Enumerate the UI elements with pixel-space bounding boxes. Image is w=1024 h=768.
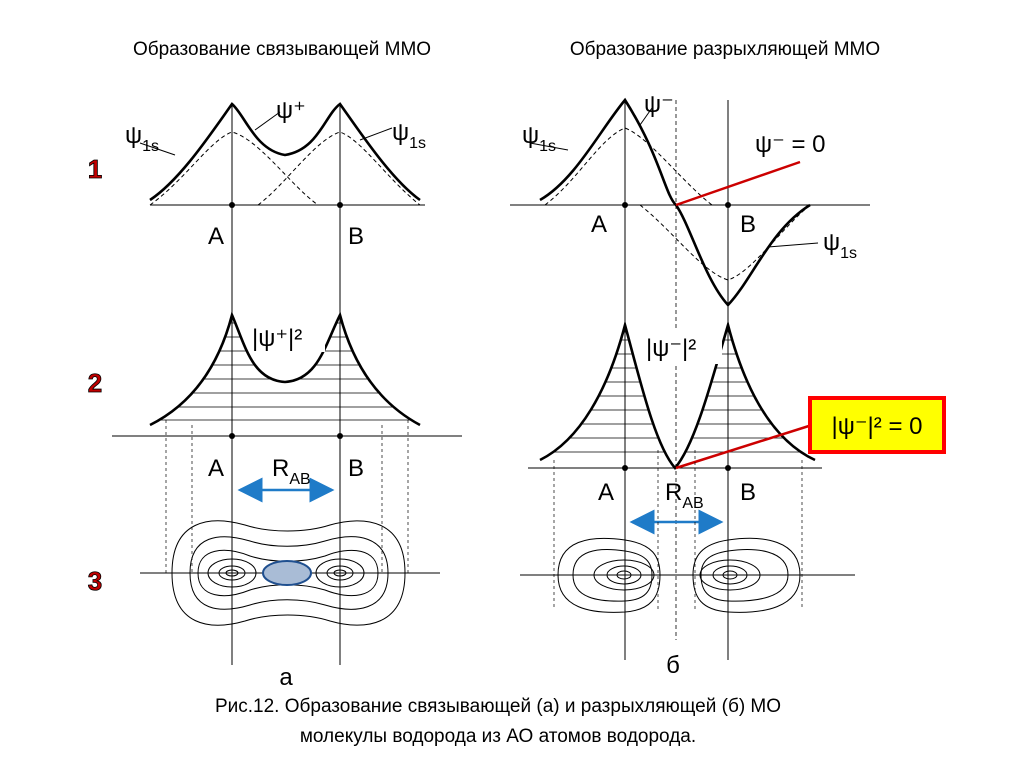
label-psi1s-a-right: ψ1s [522,122,556,155]
nucleus-b-dot-row2 [337,433,343,439]
zero-density-box [808,396,946,454]
label-psi-minus-squared-zero: |ψ⁻|² = 0 [832,413,923,440]
nucleus-a-dot-row2 [229,433,235,439]
label-atom-b-row2: B [348,455,364,482]
label-psi-minus: ψ⁻ [644,91,674,118]
pointer-psi1s-b-right [767,242,819,248]
nucleus-a-dot-right [622,202,628,208]
zero-density-pointer [675,423,813,470]
nucleus-a-dot [229,202,235,208]
panel-label-a: а [279,664,293,691]
psi-minus-squared-curve [539,319,816,470]
nucleus-a-dot-right-row2 [622,465,628,471]
antibonding-contours [557,537,801,613]
label-psi1s-b-right: ψ1s [823,229,857,262]
label-atom-b-row1: B [348,223,364,250]
ao-1s-b-curve-right [639,204,811,281]
title-antibonding: Образование разрыхляющей ММО [570,39,880,60]
pointer-psi-plus [254,111,281,131]
label-r-ab-left: RAB [272,455,311,488]
psi-plus-squared-curve [149,311,421,427]
label-bg-right [644,330,722,364]
title-bonding: Образование связывающей ММО [133,39,431,60]
label-bg [250,318,325,352]
label-atom-a-row2: A [208,455,224,482]
bonding-panel: ψ1s ψ⁺ ψ1s A B |ψ⁺|² A RAB B [112,97,462,691]
label-psi-plus-squared: |ψ⁺|² [252,325,302,352]
label-r-ab-right: RAB [665,479,704,512]
bonding-contours [171,520,406,626]
label-psi1s-a: ψ1s [125,122,159,155]
label-psi-plus: ψ⁺ [276,97,306,124]
nucleus-b-dot-right-row2 [725,465,731,471]
nucleus-b-dot [337,202,343,208]
label-atom-a-right-row2: A [598,479,614,506]
label-atom-a-right-row1: A [591,211,607,238]
label-psi1s-b: ψ1s [392,119,426,152]
nucleus-b-dot-right [725,202,731,208]
row-number-3: 3 [88,566,102,596]
label-atom-b-right-row2: B [740,479,756,506]
label-atom-a-row1: A [208,223,224,250]
pointer-psi-minus [639,107,653,126]
ao-1s-a-curve-right [544,127,713,206]
label-atom-b-right-row1: B [740,211,756,238]
ao-1s-a-curve [149,131,319,206]
figure-caption-line1: Рис.12. Образование связывающей (а) и ра… [215,696,781,717]
label-psi-minus-squared: |ψ⁻|² [646,335,696,362]
label-psi-minus-zero: ψ⁻ = 0 [755,131,825,158]
pointer-psi1s-b [359,127,393,141]
panel-label-b: б [666,652,680,679]
overlap-region [262,560,312,586]
antibonding-panel: ψ1s ψ⁻ ψ⁻ = 0 ψ1s A B |ψ⁻|² |ψ⁻|² = 0 A … [510,91,946,679]
psi-plus-curve [149,102,421,202]
row-number-2: 2 [88,368,102,398]
pointer-psi1s-a-right [529,142,569,151]
zero-node-pointer [675,160,801,207]
pointer-psi1s-a [139,142,176,156]
row-number-1: 1 [88,154,102,184]
figure-caption-line2: молекулы водорода из АО атомов водорода. [300,726,696,747]
